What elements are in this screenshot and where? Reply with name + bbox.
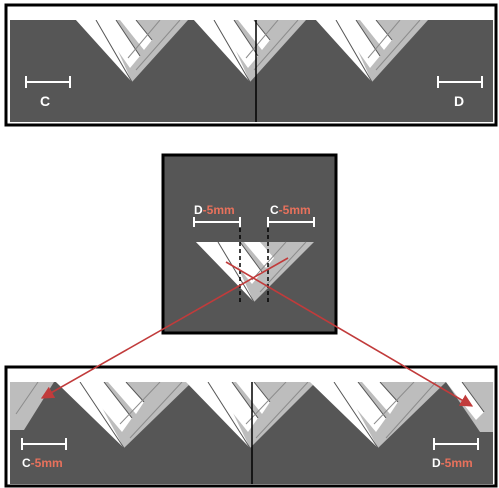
top-triangle-1 xyxy=(76,20,188,83)
arrow-to-right-corner xyxy=(225,261,474,407)
middle-measure-d xyxy=(193,217,241,227)
middle-label-c-offset: -5mm xyxy=(279,203,311,217)
middle-label-d-letter: D xyxy=(194,203,203,217)
middle-measure-c xyxy=(267,217,315,227)
top-triangle-3 xyxy=(316,20,428,83)
top-measure-d xyxy=(437,76,483,88)
bottom-triangle-3 xyxy=(310,382,446,449)
bottom-measure-c xyxy=(21,438,67,450)
top-measure-c xyxy=(25,76,71,88)
bottom-label-d-offset: -5mm xyxy=(441,456,473,470)
top-triangle-2 xyxy=(194,20,306,83)
svg-text:C-5mm: C-5mm xyxy=(22,456,63,470)
bottom-label-c-offset: -5mm xyxy=(31,456,63,470)
middle-panel: D-5mm C-5mm xyxy=(161,153,338,335)
bottom-triangle-2 xyxy=(186,382,316,449)
arrow-to-left-corner xyxy=(40,257,289,399)
top-label-c: C xyxy=(40,93,50,109)
middle-label-d-offset: -5mm xyxy=(203,203,235,217)
bottom-triangle-1 xyxy=(56,382,192,449)
middle-label-c-letter: C xyxy=(270,203,279,217)
top-panel: C D xyxy=(4,3,498,127)
bottom-label-c-letter: C xyxy=(22,456,31,470)
bottom-measure-d xyxy=(433,438,479,450)
bottom-label-d-letter: D xyxy=(432,456,441,470)
svg-text:D-5mm: D-5mm xyxy=(194,203,235,217)
svg-text:C-5mm: C-5mm xyxy=(270,203,311,217)
svg-text:D-5mm: D-5mm xyxy=(432,456,473,470)
bottom-panel: C-5mm D-5mm xyxy=(4,365,498,488)
top-label-d: D xyxy=(454,93,464,109)
